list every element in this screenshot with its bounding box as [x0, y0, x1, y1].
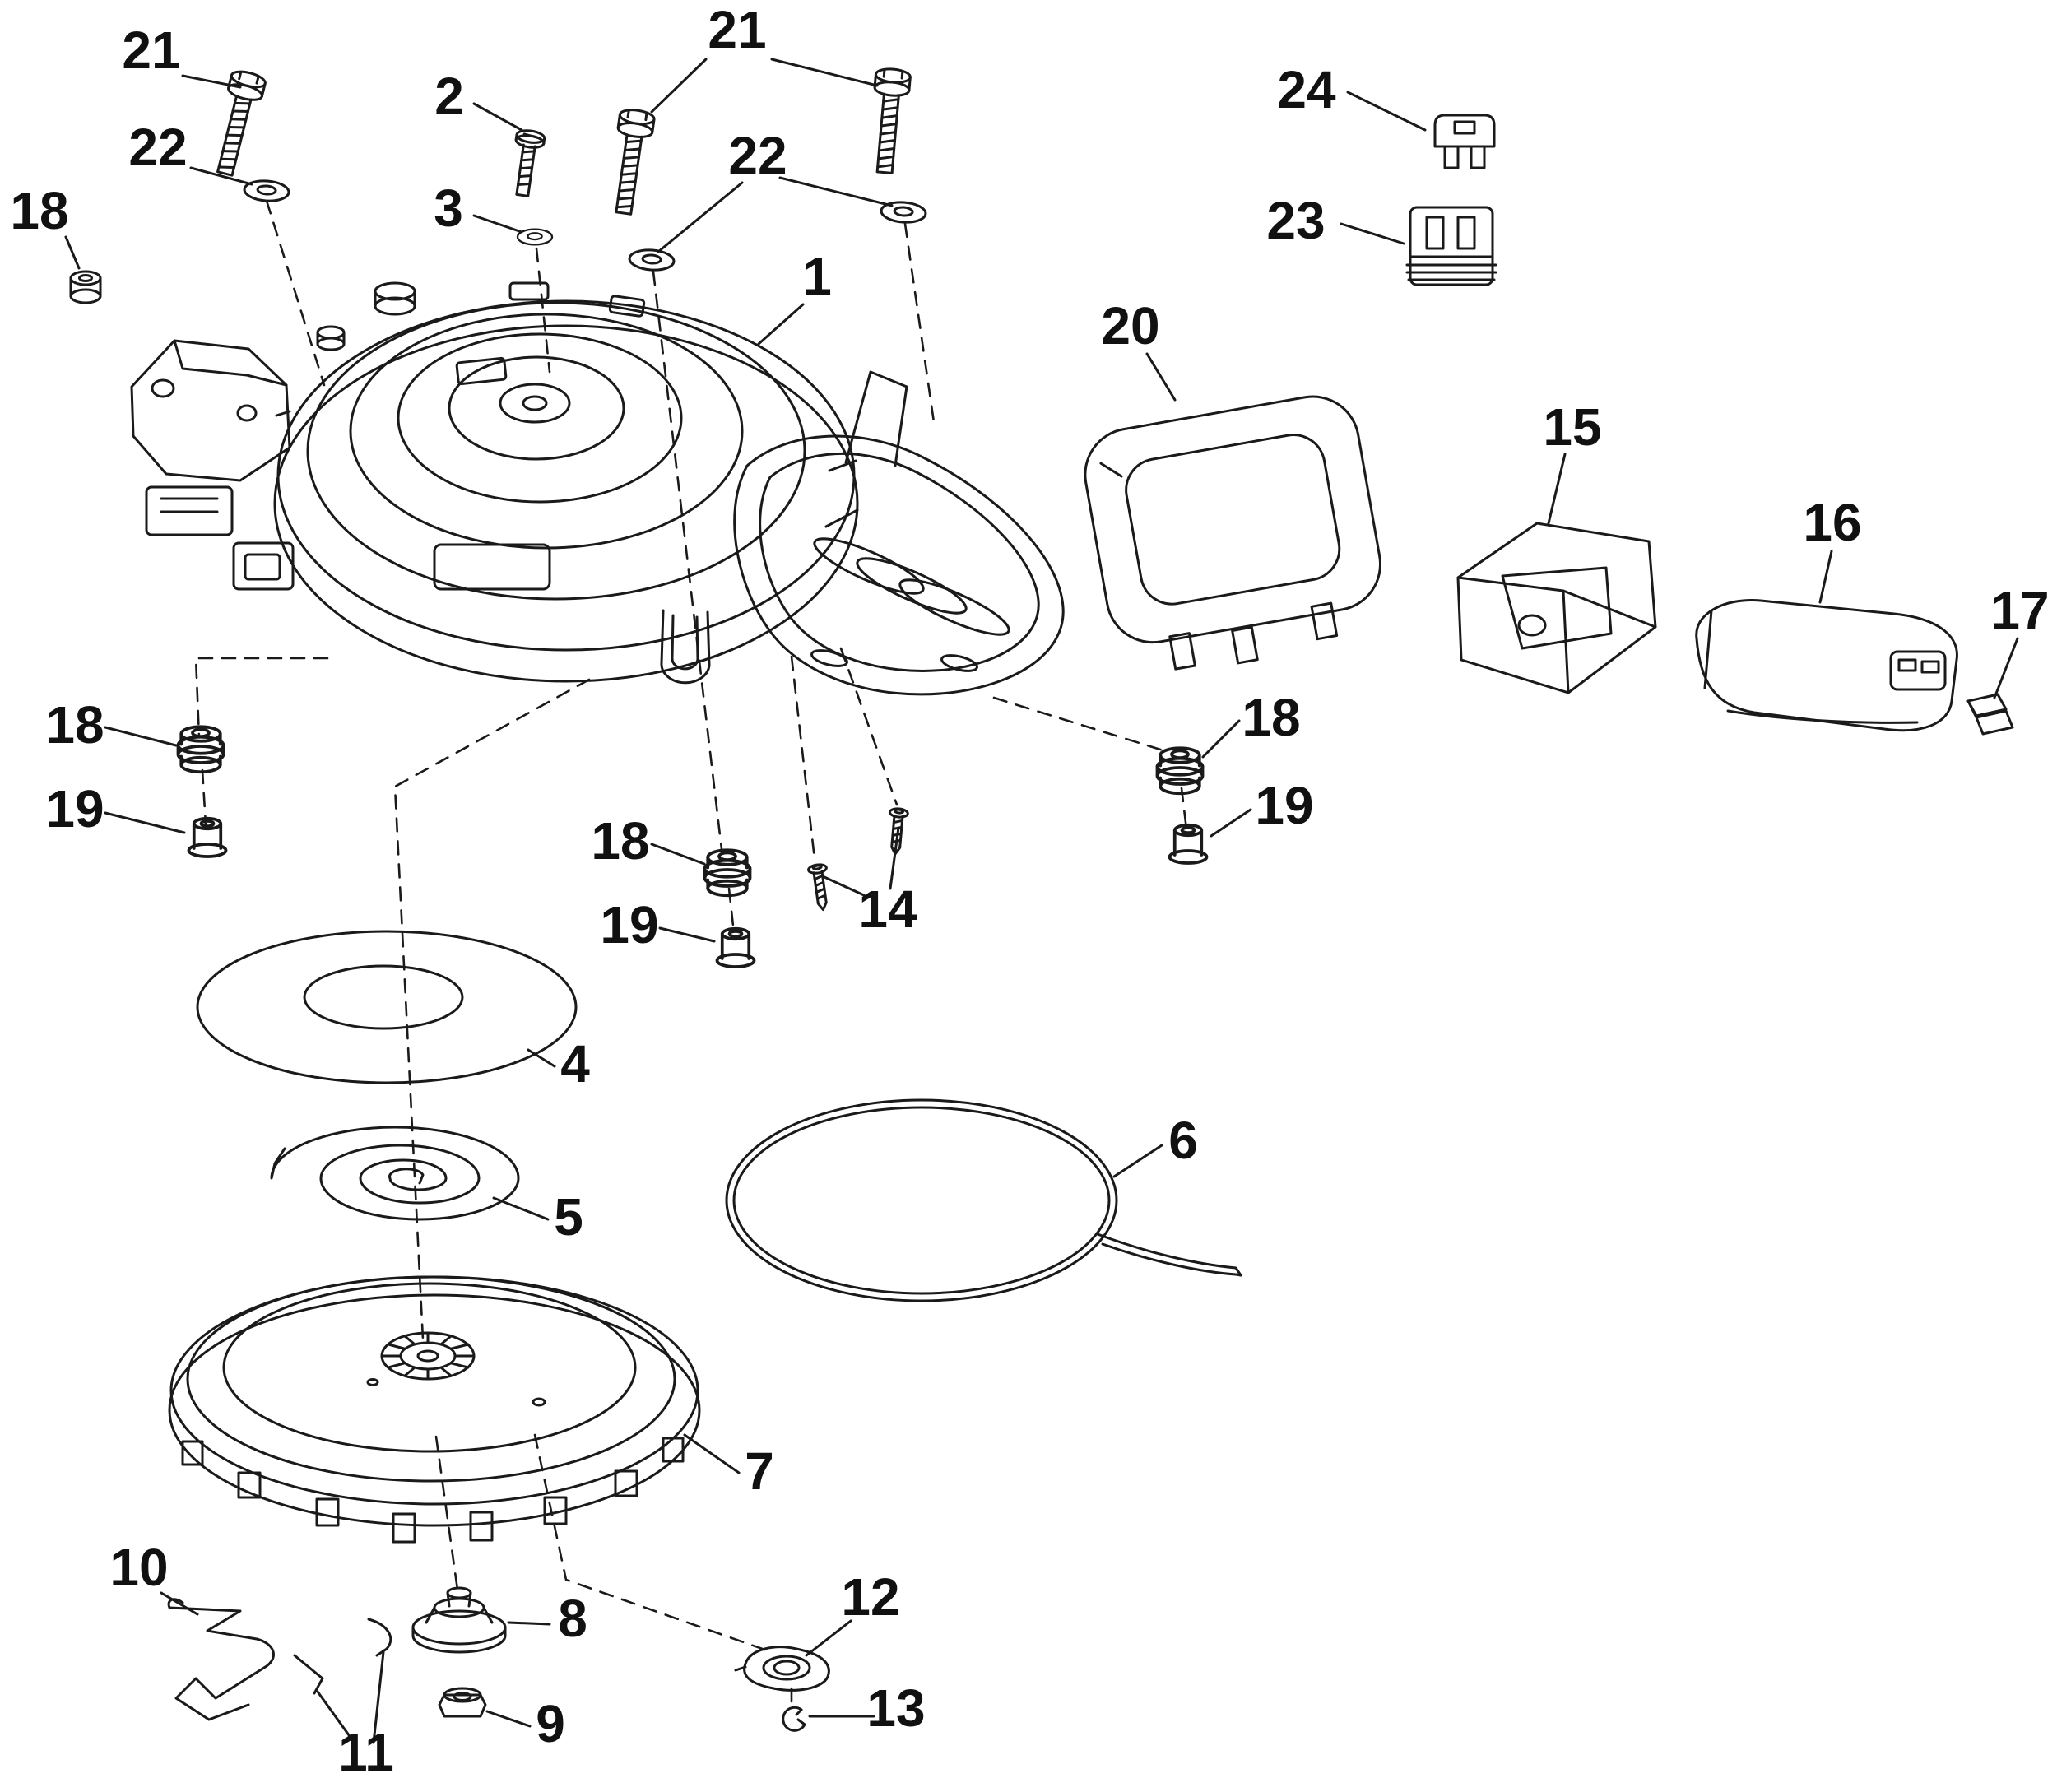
callout-18-b: 18	[45, 695, 104, 754]
callout-11: 11	[338, 1723, 394, 1782]
part-18-mount-left	[176, 725, 225, 774]
leader-lines	[64, 58, 2019, 1746]
callout-7: 7	[745, 1441, 774, 1501]
callout-18-a: 18	[10, 181, 68, 240]
callout-14: 14	[858, 880, 917, 939]
part-21-bolt-a	[207, 67, 268, 179]
part-7-pulley	[168, 1275, 701, 1544]
assembly-dashed-lines	[194, 199, 1188, 1708]
callout-22-a: 22	[128, 118, 187, 177]
callout-12: 12	[841, 1567, 899, 1627]
part-13-retainer-clip	[782, 1706, 806, 1732]
callout-labels: 21 22 2 3 21 22 18 1 24 23 20 15 16 17 1…	[10, 0, 2049, 1782]
callout-4: 4	[560, 1034, 590, 1093]
callout-2: 2	[434, 67, 464, 126]
part-24-fuse	[1433, 114, 1496, 169]
callout-21-b: 21	[708, 0, 766, 59]
part-5-rewind-spring	[270, 1126, 520, 1221]
callout-15: 15	[1543, 397, 1601, 457]
part-19-sleeve-center	[715, 926, 756, 968]
part-20-bezel	[1084, 395, 1382, 671]
part-6-drive-spring-ring	[725, 1098, 1242, 1302]
callout-1: 1	[802, 247, 832, 306]
part-16-handle	[1695, 598, 1958, 732]
part-11-link-wires	[293, 1618, 392, 1695]
part-19-sleeve-left	[187, 816, 228, 858]
callout-17: 17	[1990, 581, 2049, 640]
callout-19-a: 19	[45, 779, 104, 838]
callout-23: 23	[1266, 191, 1325, 250]
part-18-mount-right	[1155, 746, 1205, 796]
callout-22-b: 22	[728, 126, 787, 185]
part-12-pawl	[734, 1646, 830, 1692]
part-19-sleeve-right	[1168, 823, 1209, 865]
callout-16: 16	[1803, 493, 1861, 552]
callout-10: 10	[109, 1538, 168, 1597]
part-23-connector	[1405, 206, 1497, 286]
part-14-screw-a	[806, 862, 833, 912]
callout-13: 13	[866, 1678, 925, 1738]
part-9-nut	[438, 1687, 487, 1718]
callout-18-d: 18	[1242, 688, 1300, 747]
part-1-recoil-housing	[130, 281, 908, 685]
callout-19-c: 19	[1255, 776, 1313, 835]
callout-24: 24	[1277, 60, 1336, 119]
callout-6: 6	[1168, 1111, 1198, 1170]
part-4-friction-plate	[196, 930, 578, 1084]
part-21-bolt-b	[605, 106, 657, 217]
callout-21-a: 21	[122, 21, 180, 80]
part-18-bushing-small	[69, 270, 102, 304]
callout-3: 3	[434, 179, 463, 238]
callout-8: 8	[558, 1589, 587, 1648]
callout-19-b: 19	[600, 895, 658, 954]
part-15-bracket	[1456, 522, 1657, 694]
part-8-friction-spool	[411, 1586, 507, 1654]
callout-18-c: 18	[591, 811, 649, 870]
part-22-washer-b	[627, 247, 676, 273]
callout-20: 20	[1101, 296, 1159, 355]
callout-5: 5	[554, 1187, 583, 1247]
cowl-side-panel	[733, 434, 1065, 696]
part-2-screw	[514, 129, 546, 197]
part-18-mount-center	[703, 848, 752, 898]
part-10-spring-wire	[167, 1598, 275, 1721]
part-17-clip	[1966, 693, 2014, 736]
callout-9: 9	[536, 1694, 565, 1753]
